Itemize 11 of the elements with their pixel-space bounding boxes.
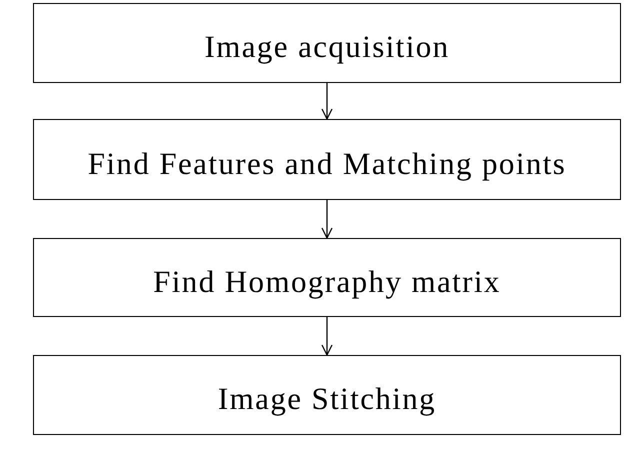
process-box xyxy=(33,119,621,200)
arrow xyxy=(321,200,333,239)
step-label: Find Homography matrix xyxy=(153,262,501,300)
arrow xyxy=(321,317,333,356)
process-box xyxy=(33,238,621,317)
process-box xyxy=(33,355,621,435)
step-label: Image acquisition xyxy=(204,28,450,65)
step-label: Image Stitching xyxy=(218,380,436,417)
step-label: Find Features and Matching points xyxy=(88,144,566,182)
process-box xyxy=(33,3,621,83)
arrow xyxy=(321,83,333,120)
